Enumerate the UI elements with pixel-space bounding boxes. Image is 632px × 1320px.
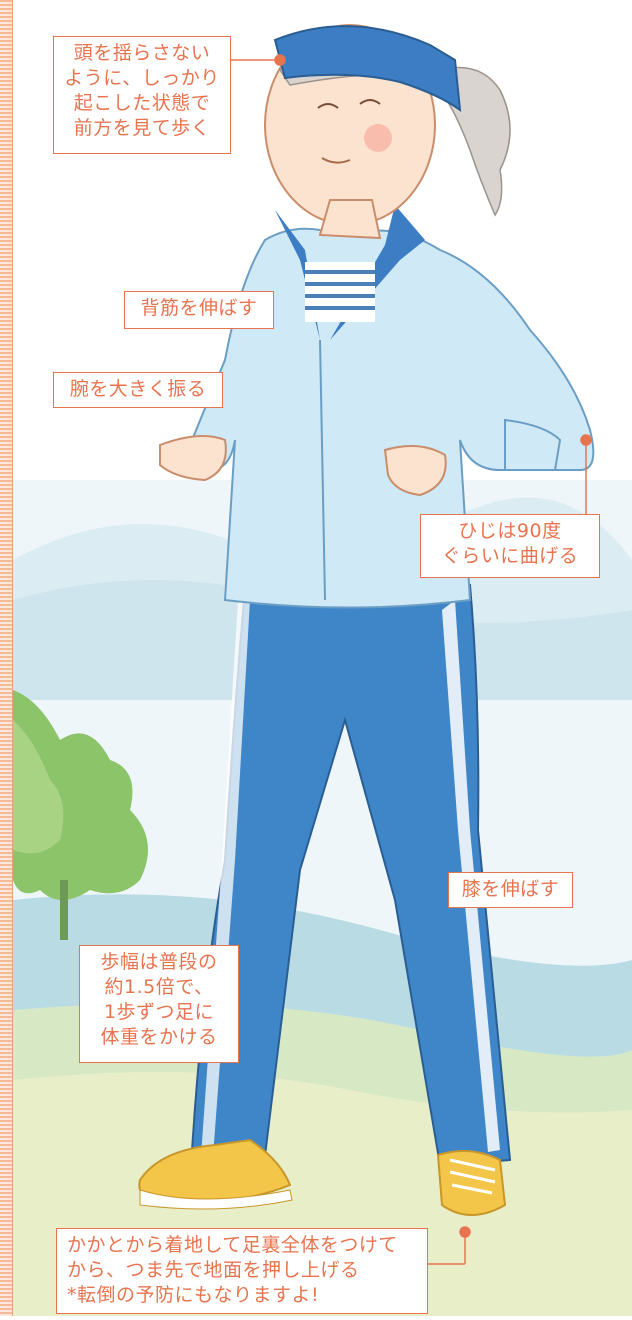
head-tip-label: 頭を揺らさない ように、しっかり 起こした状態で 前方を見て歩く	[53, 36, 231, 154]
tree-icon	[13, 690, 148, 940]
headband-icon	[273, 25, 462, 113]
left-border-line	[12, 0, 13, 1316]
shoe-icon	[138, 1138, 507, 1216]
heel-tip-label: かかとから着地して足裏全体をつけて から、つま先で地面を押し上げる *転倒の予防…	[56, 1228, 428, 1314]
stride-tip-label: 歩幅は普段の 約1.5倍で、 1歩ずつ足に 体重をかける	[79, 945, 239, 1063]
back-tip-label: 背筋を伸ばす	[124, 291, 274, 329]
arm-tip-label: 腕を大きく振る	[53, 372, 223, 408]
jacket-icon	[178, 205, 595, 609]
left-border-pattern	[0, 0, 12, 1316]
elbow-tip-label: ひじは90度 ぐらいに曲げる	[420, 514, 600, 578]
head-icon	[264, 24, 511, 240]
knee-tip-label: 膝を伸ばす	[448, 872, 573, 908]
